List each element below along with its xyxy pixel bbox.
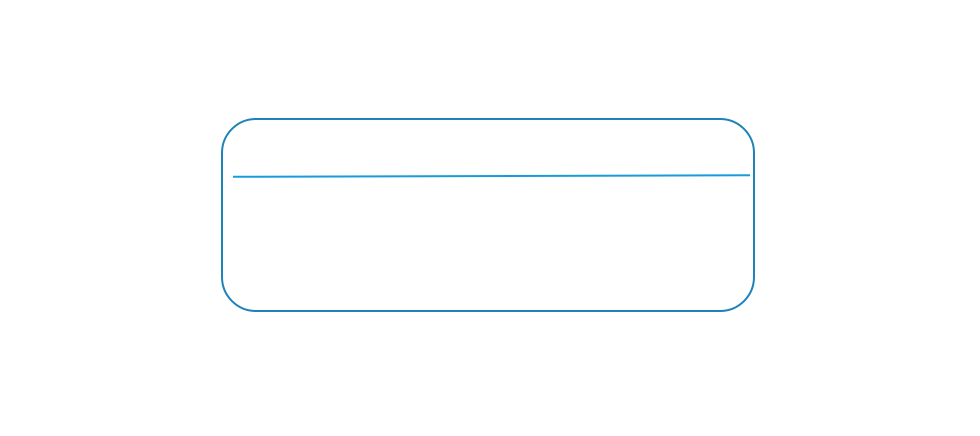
divider-line bbox=[232, 174, 751, 178]
card-outline bbox=[221, 118, 755, 312]
